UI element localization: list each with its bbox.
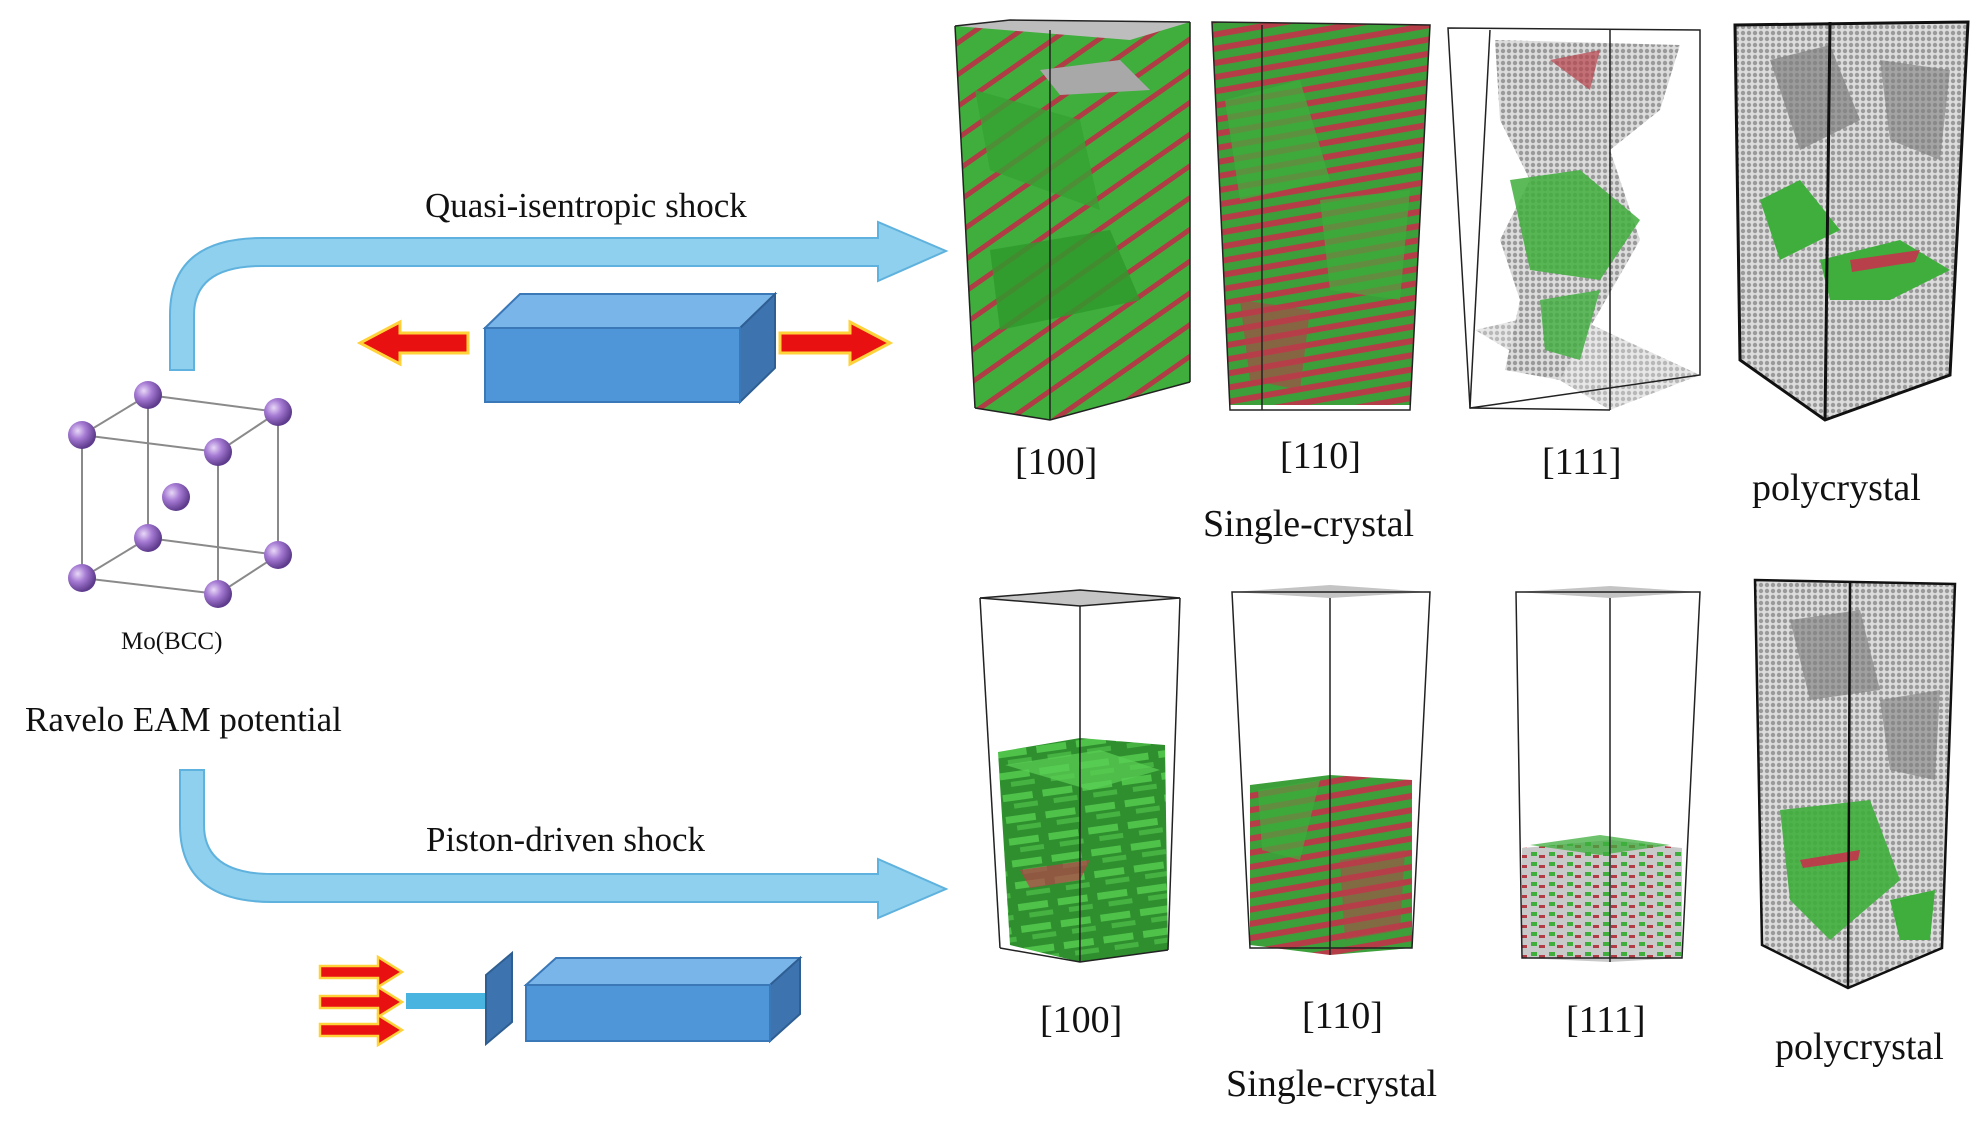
quasi-isentropic-label: Quasi-isentropic shock bbox=[425, 186, 747, 225]
piston-plate bbox=[485, 950, 513, 1047]
snapshot-top-110 bbox=[1211, 21, 1431, 411]
piston-flyer-arrows bbox=[318, 954, 405, 1048]
snapshot-bottom-110 bbox=[1231, 585, 1431, 955]
snapshot-top-100 bbox=[954, 19, 1191, 421]
top-label-100: [100] bbox=[1015, 441, 1098, 483]
crystal-label: Mo(BCC) bbox=[121, 628, 223, 655]
potential-label: Ravelo EAM potential bbox=[25, 700, 342, 739]
bottom-group-label: Single-crystal bbox=[1226, 1063, 1438, 1105]
top-label-polycrystal: polycrystal bbox=[1752, 467, 1921, 509]
snapshot-bottom-111 bbox=[1515, 586, 1701, 962]
atoms bbox=[68, 381, 292, 608]
snapshot-top-111 bbox=[1447, 27, 1701, 411]
snapshot-top-polycrystal bbox=[1733, 20, 1970, 422]
top-label-111: [111] bbox=[1542, 441, 1622, 483]
bottom-label-111: [111] bbox=[1566, 999, 1646, 1041]
top-label-110: [110] bbox=[1280, 435, 1361, 477]
snapshot-bottom-100 bbox=[979, 589, 1181, 963]
piston-driven-label: Piston-driven shock bbox=[426, 820, 706, 859]
quasi-isentropic-sample-block bbox=[482, 291, 778, 405]
bottom-label-polycrystal: polycrystal bbox=[1775, 1026, 1944, 1068]
tension-arrow-right bbox=[778, 319, 894, 367]
snapshot-bottom-polycrystal bbox=[1753, 578, 1957, 990]
piston-driven-arrow bbox=[179, 769, 949, 920]
tension-arrow-left bbox=[356, 319, 470, 367]
bottom-label-100: [100] bbox=[1040, 999, 1123, 1041]
quasi-isentropic-arrow bbox=[169, 220, 949, 371]
top-group-label: Single-crystal bbox=[1203, 503, 1415, 545]
bottom-label-110: [110] bbox=[1302, 995, 1383, 1037]
piston-driven-sample-block bbox=[523, 955, 803, 1044]
piston-rod bbox=[406, 993, 490, 1009]
